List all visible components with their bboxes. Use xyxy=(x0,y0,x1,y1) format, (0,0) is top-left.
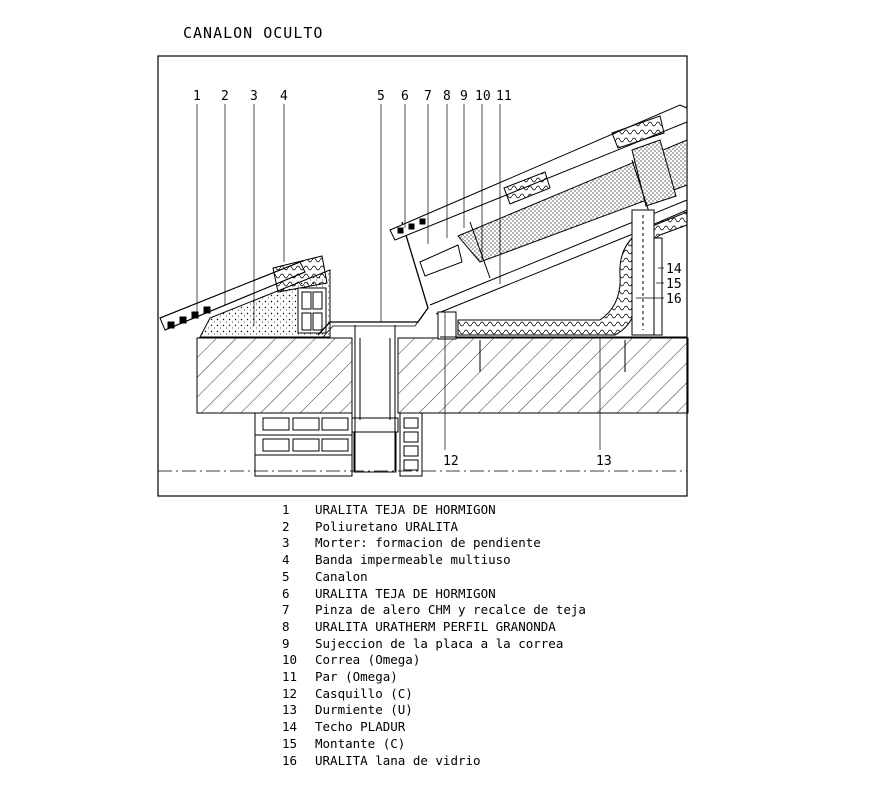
legend-item: 5 Canalon xyxy=(278,569,586,586)
legend-label: Poliuretano URALITA xyxy=(315,518,458,534)
legend-number: 11 xyxy=(282,669,298,685)
legend-item: 15 Montante (C) xyxy=(278,736,586,753)
legend-number: 1 xyxy=(282,502,290,517)
legend-number: 6 xyxy=(282,585,290,601)
legend-label: URALITA TEJA DE HORMIGON xyxy=(315,585,496,601)
legend-label: Canalon xyxy=(315,568,368,584)
callouts-top: 1 2 3 4 5 6 7 8 9 10 11 xyxy=(193,89,512,104)
legend-number: 4 xyxy=(282,552,290,568)
callout-11: 11 xyxy=(496,89,512,104)
legend-label: Pinza de alero CHM y recalce de teja xyxy=(315,602,586,618)
callout-8: 8 xyxy=(443,89,451,104)
callout-2: 2 xyxy=(221,89,229,104)
legend-number: 7 xyxy=(282,602,290,618)
legend-item: 9 Sujeccion de la placa a la correa xyxy=(278,636,586,653)
legend-item: 2 Poliuretano URALITA xyxy=(278,519,586,536)
legend-number: 5 xyxy=(282,568,290,584)
legend-label: URALITA URATHERM PERFIL GRANONDA xyxy=(315,618,556,634)
legend-label: Correa (Omega) xyxy=(315,652,421,668)
legend-number: 14 xyxy=(282,719,298,735)
callouts-right: 14 15 16 xyxy=(666,262,682,307)
legend-label: Par (Omega) xyxy=(315,669,398,685)
brick-wall xyxy=(254,412,423,477)
legend-label: Montante (C) xyxy=(315,735,406,751)
left-eave xyxy=(159,255,331,338)
legend-item: 6 URALITA TEJA DE HORMIGON xyxy=(278,586,586,603)
callout-16: 16 xyxy=(666,292,682,307)
callout-6: 6 xyxy=(401,89,409,104)
callout-3: 3 xyxy=(250,89,258,104)
legend-number: 13 xyxy=(282,702,298,718)
legend-item: 7 Pinza de alero CHM y recalce de teja xyxy=(278,602,586,619)
legend-number: 12 xyxy=(282,685,298,701)
legend-item: 11 Par (Omega) xyxy=(278,669,586,686)
concrete-slab xyxy=(196,337,689,414)
callout-7: 7 xyxy=(424,89,432,104)
callouts-bottom: 12 13 xyxy=(443,454,612,469)
drawing-title: CANALON OCULTO xyxy=(183,24,324,42)
legend-number: 9 xyxy=(282,635,290,651)
legend-item: 12 Casquillo (C) xyxy=(278,686,586,703)
legend-label: Casquillo (C) xyxy=(315,685,413,701)
gutter-profile xyxy=(317,221,429,336)
legend-item: 3 Morter: formacion de pendiente xyxy=(278,535,586,552)
callout-9: 9 xyxy=(460,89,468,104)
callout-10: 10 xyxy=(475,89,491,104)
insulation-and-frame xyxy=(437,209,688,372)
callout-4: 4 xyxy=(280,89,288,104)
callout-5: 5 xyxy=(377,89,385,104)
downpipe xyxy=(351,325,399,473)
legend-item: 8 URALITA URATHERM PERFIL GRANONDA xyxy=(278,619,586,636)
legend-label: Durmiente (U) xyxy=(315,702,413,718)
leader-lines xyxy=(196,104,664,450)
legend-number: 10 xyxy=(282,652,298,668)
legend-label: Banda impermeable multiuso xyxy=(315,552,511,568)
legend-number: 15 xyxy=(282,735,298,751)
tile-teeth-upper xyxy=(397,218,426,234)
legend-label: URALITA TEJA DE HORMIGON xyxy=(315,502,496,517)
legend-number: 16 xyxy=(282,752,298,768)
legend-number: 2 xyxy=(282,518,290,534)
tile-teeth-left xyxy=(167,306,211,329)
legend-item: 13 Durmiente (U) xyxy=(278,702,586,719)
callout-13: 13 xyxy=(596,454,612,469)
legend-item: 16 URALITA lana de vidrio xyxy=(278,753,586,770)
callout-15: 15 xyxy=(666,277,682,292)
legend-number: 8 xyxy=(282,618,290,634)
legend-label: Sujeccion de la placa a la correa xyxy=(315,635,564,651)
legend-label: URALITA lana de vidrio xyxy=(315,752,481,768)
roof-section-drawing: 1 2 3 4 5 6 7 8 9 10 11 14 15 16 12 13 xyxy=(157,55,689,497)
callout-1: 1 xyxy=(193,89,201,104)
legend-number: 3 xyxy=(282,535,290,551)
callout-12: 12 xyxy=(443,454,459,469)
legend-item: 1 URALITA TEJA DE HORMIGON xyxy=(278,502,586,519)
legend-item: 14 Techo PLADUR xyxy=(278,719,586,736)
legend-label: Techo PLADUR xyxy=(315,719,406,735)
legend-item: 4 Banda impermeable multiuso xyxy=(278,552,586,569)
callout-14: 14 xyxy=(666,262,682,277)
legend-label: Morter: formacion de pendiente xyxy=(315,535,541,551)
legend-item: 10 Correa (Omega) xyxy=(278,652,586,669)
